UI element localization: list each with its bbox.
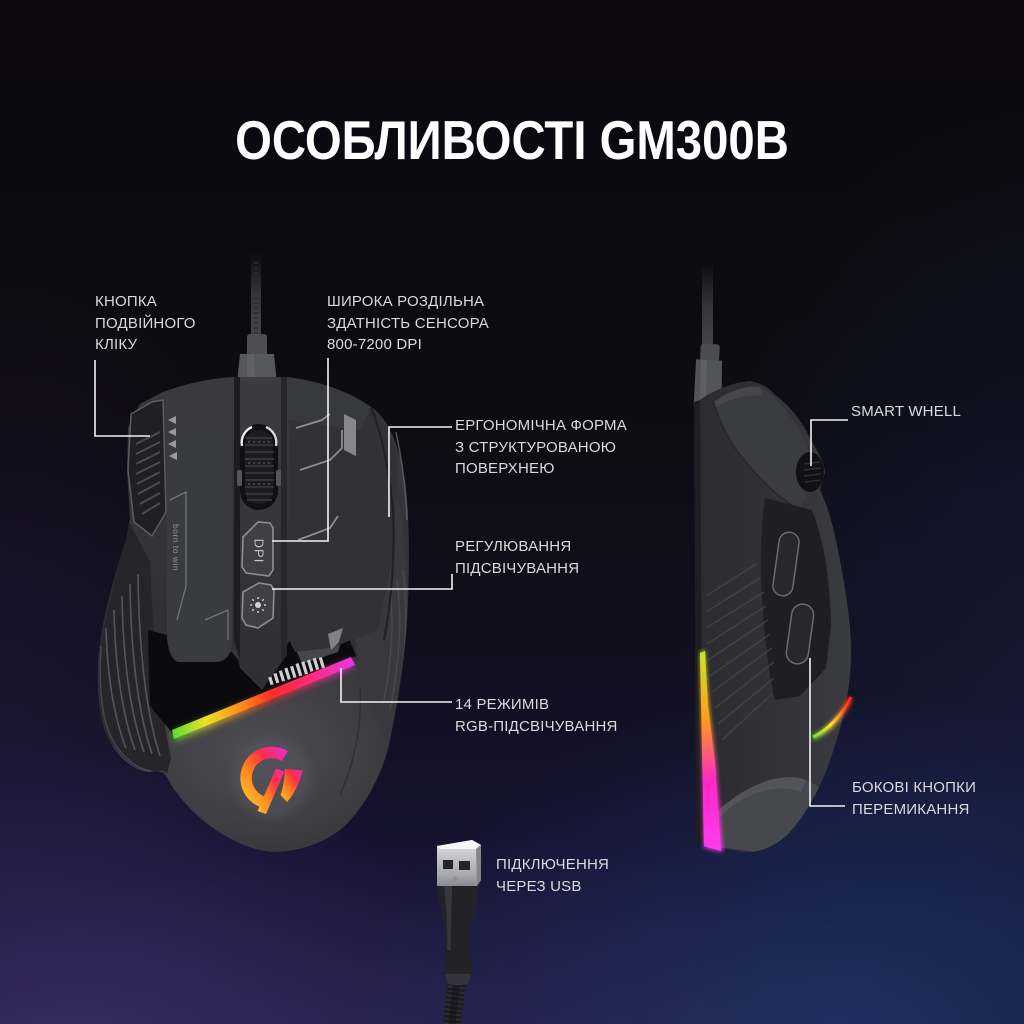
svg-text:born to win: born to win [171, 524, 181, 571]
svg-text:DPI: DPI [252, 539, 267, 564]
